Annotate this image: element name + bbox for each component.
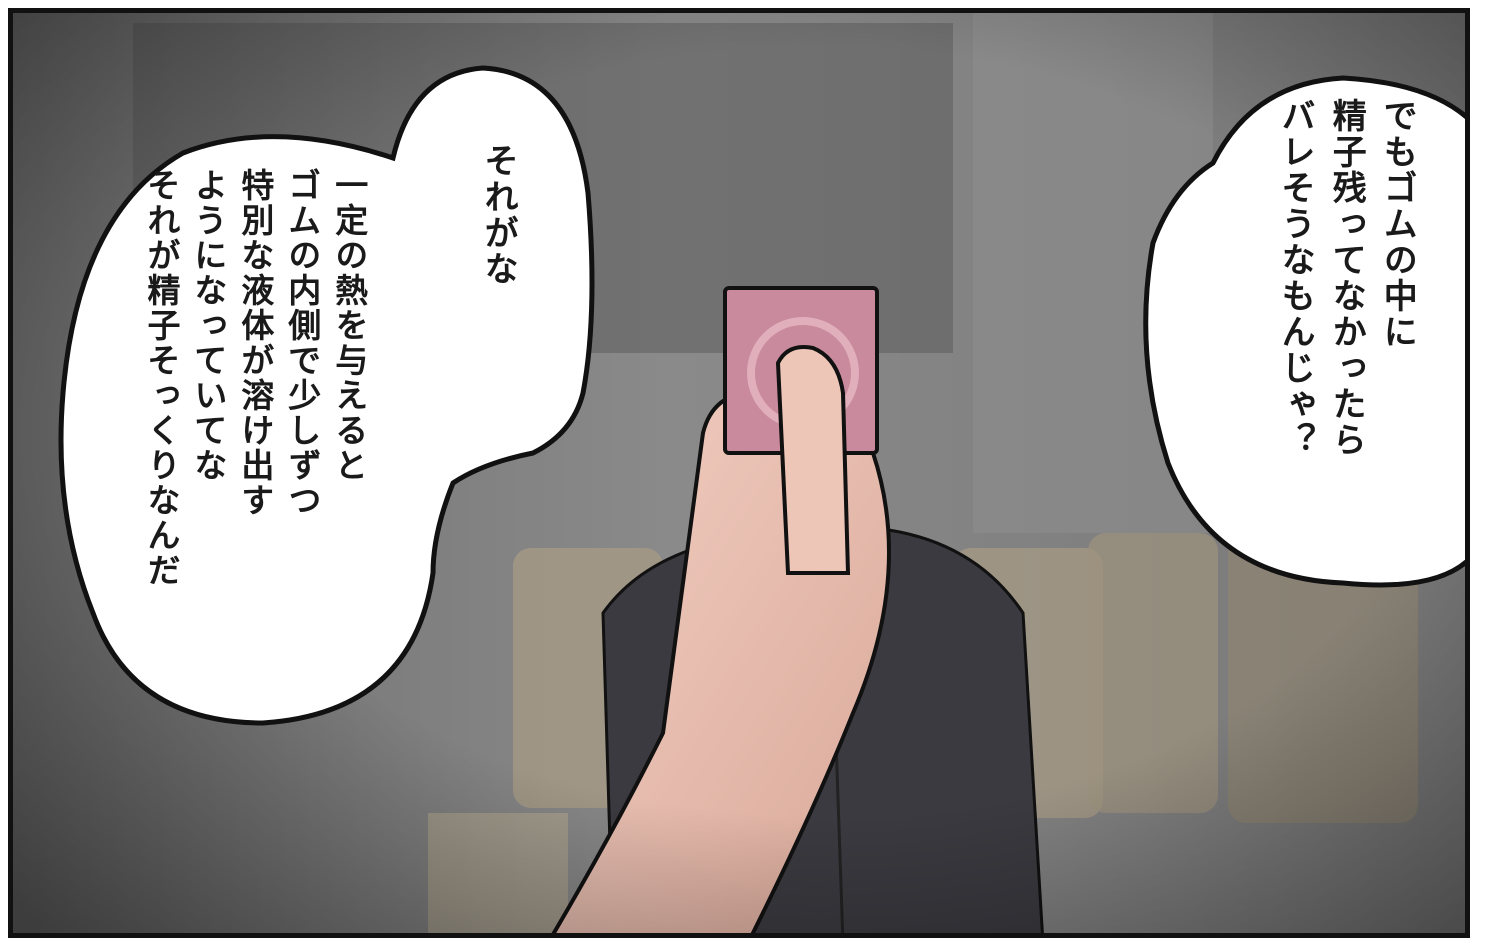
speech-bubble-left — [58, 65, 595, 726]
bubble-right-body: でもゴムの中に 精子残ってなかったら バレそうなもんじゃ？ — [1263, 98, 1418, 458]
comic-panel: それがな 一定の熱を与えると ゴムの内側で少しずつ 特別な液体が溶け出す ように… — [8, 8, 1470, 938]
scene-illustration — [13, 13, 1465, 933]
bubble-right-line-2: 精子残ってなかったら — [1326, 98, 1367, 458]
bubble-left-line-4: ようになっていてな — [188, 168, 228, 483]
speech-bubble-right — [1143, 75, 1465, 588]
bubble-right-line-3: バレそうなもんじゃ？ — [1275, 98, 1316, 458]
bubble-left-lead-text: それがな — [478, 143, 519, 287]
bubble-left-line-5: それが精子そっくりなんだ — [141, 168, 181, 588]
bubble-left-lead: それがな — [478, 143, 519, 287]
bubble-right-line-1: でもゴムの中に — [1377, 98, 1418, 350]
bubble-left-line-1: 一定の熱を与えると — [329, 168, 369, 483]
bubble-left-line-3: 特別な液体が溶け出す — [235, 168, 275, 518]
bubble-left-line-2: ゴムの内側で少しずつ — [282, 168, 322, 518]
bubble-left-body: 一定の熱を与えると ゴムの内側で少しずつ 特別な液体が溶け出す ようになっていて… — [133, 168, 369, 588]
